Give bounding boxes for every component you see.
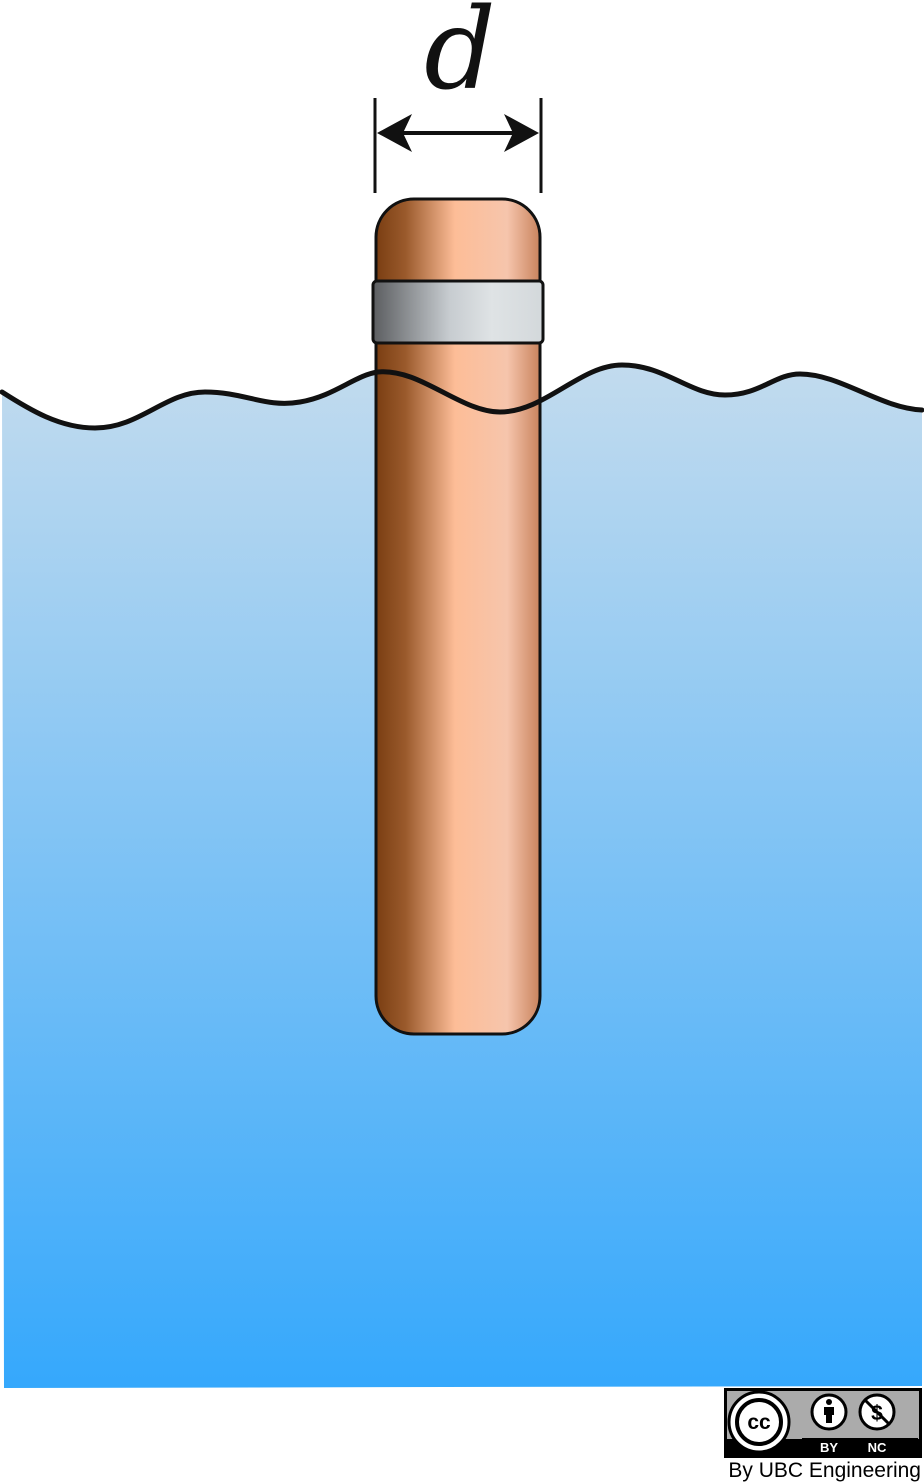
nc-label: NC — [868, 1440, 887, 1455]
attribution-text: By UBC Engineering — [728, 1459, 921, 1482]
noncommercial-icon: $ — [858, 1393, 896, 1431]
dimension-arrow — [377, 114, 539, 152]
rod-band — [371, 279, 545, 345]
svg-text:cc: cc — [747, 1411, 771, 1434]
attribution-icon — [810, 1393, 848, 1431]
rod — [374, 197, 542, 1036]
by-label: BY — [820, 1440, 838, 1455]
cc-icon: cc — [727, 1390, 791, 1454]
license-badge[interactable]: cc $ BY NC — [724, 1388, 922, 1458]
water-surface-line — [0, 362, 924, 431]
dimension-label: d — [424, 0, 496, 115]
